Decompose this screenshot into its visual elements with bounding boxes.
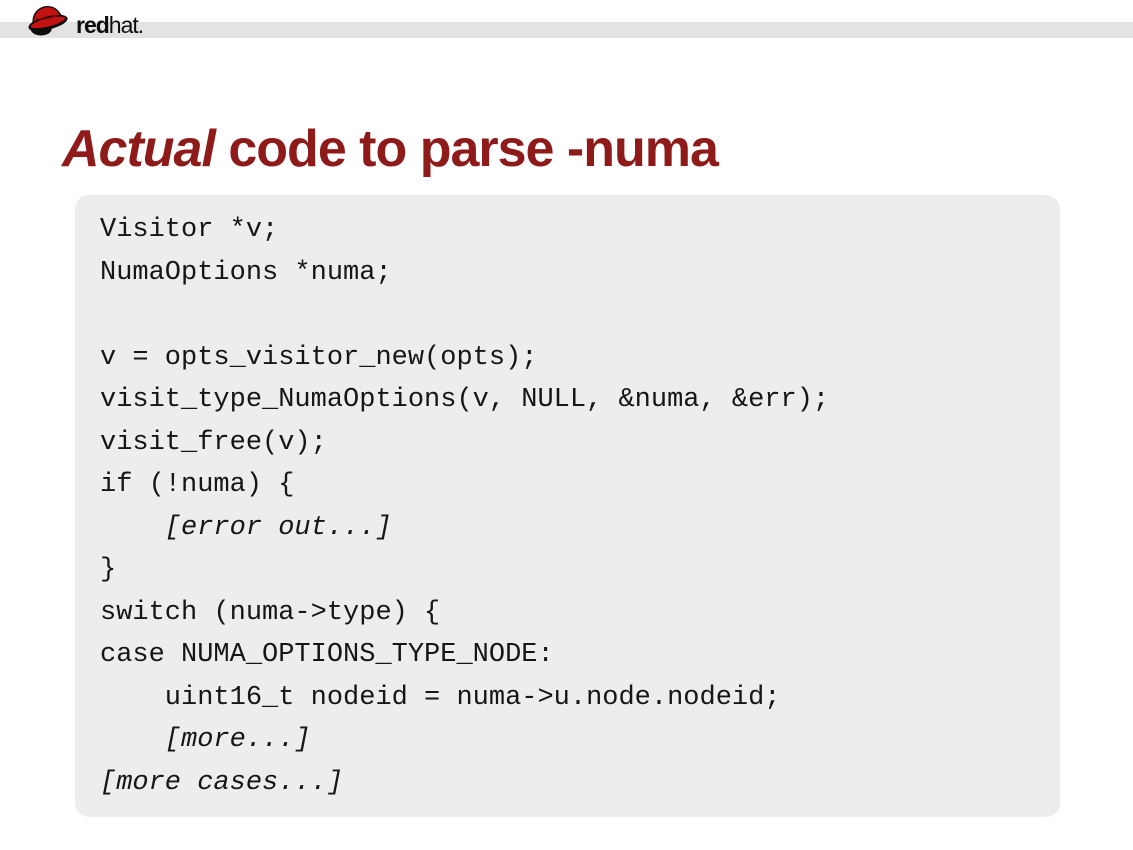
code-line: Visitor *v;	[100, 215, 279, 245]
code-line: [error out...]	[100, 512, 392, 543]
code-line	[100, 294, 1050, 337]
wordmark-red: red	[76, 12, 110, 38]
redhat-fedora-icon	[28, 5, 68, 36]
code-line: case NUMA_OPTIONS_TYPE_NODE:	[100, 640, 554, 670]
code-line: NumaOptions *numa;	[100, 257, 392, 288]
code-line: [more cases...]	[100, 767, 344, 798]
slide-title-emphasis: Actual	[62, 119, 216, 178]
redhat-wordmark: redhat.	[76, 12, 144, 38]
code-line: }	[100, 555, 117, 585]
header-band	[0, 22, 1133, 38]
code-line: if (!numa) {	[100, 470, 295, 500]
code-line: switch (numa->type) {	[100, 597, 441, 628]
code-line: uint16_t nodeid = numa->u.node.nodeid;	[100, 682, 781, 713]
code-line: visit_type_NumaOptions(v, NULL, &numa, &…	[100, 385, 830, 415]
redhat-logo: redhat.	[24, 0, 144, 38]
slide-title-rest: code to parse -numa	[214, 119, 719, 178]
code-line: v = opts_visitor_new(opts);	[100, 342, 538, 373]
code-line: visit_free(v);	[100, 427, 327, 458]
code-block: Visitor *v; NumaOptions *numa; v = opts_v…	[75, 195, 1060, 817]
wordmark-hat: hat.	[108, 12, 144, 38]
code-line: [more...]	[100, 725, 311, 755]
slide-title: Actual code to parse -numa	[62, 119, 719, 179]
